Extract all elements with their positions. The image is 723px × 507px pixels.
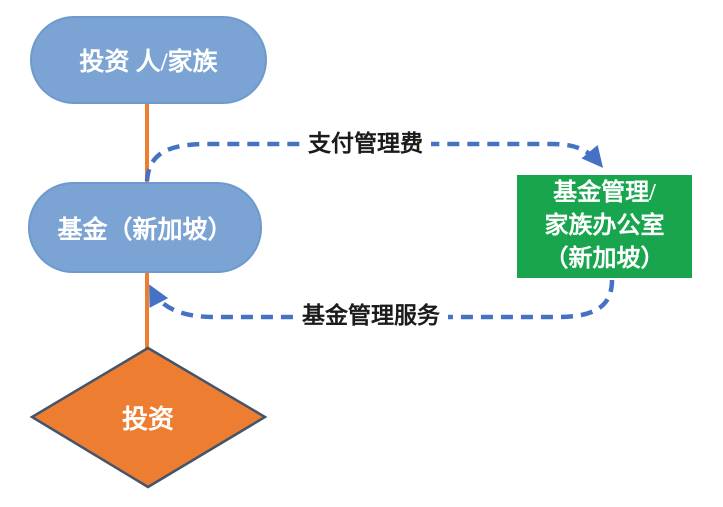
investment-diamond-shape [29,346,268,489]
edge-label-fund-management-service: 基金管理服务 [294,302,448,330]
node-investor-family: 投资 人/家族 [30,16,267,104]
edge-label-pay-management-fee: 支付管理费 [300,130,431,158]
node-fund-manager-line-3: （新加坡） [544,246,665,272]
node-investor-family-label: 投资 人/家族 [79,49,218,76]
dashed-arrow-fund-management-service [149,279,615,320]
node-fund-manager-line-2: 家族办公室 [544,213,665,239]
node-fund-manager-family-office: 基金管理/ 家族办公室 （新加坡） [517,175,692,278]
node-fund-singapore-label: 基金（新加坡） [57,216,233,244]
node-fund-singapore: 基金（新加坡） [28,182,262,273]
node-investment-label: 投资 [121,405,174,434]
node-fund-manager-line-1: 基金管理/ [553,180,656,206]
dashed-arrow-pay-management-fee [144,141,604,182]
